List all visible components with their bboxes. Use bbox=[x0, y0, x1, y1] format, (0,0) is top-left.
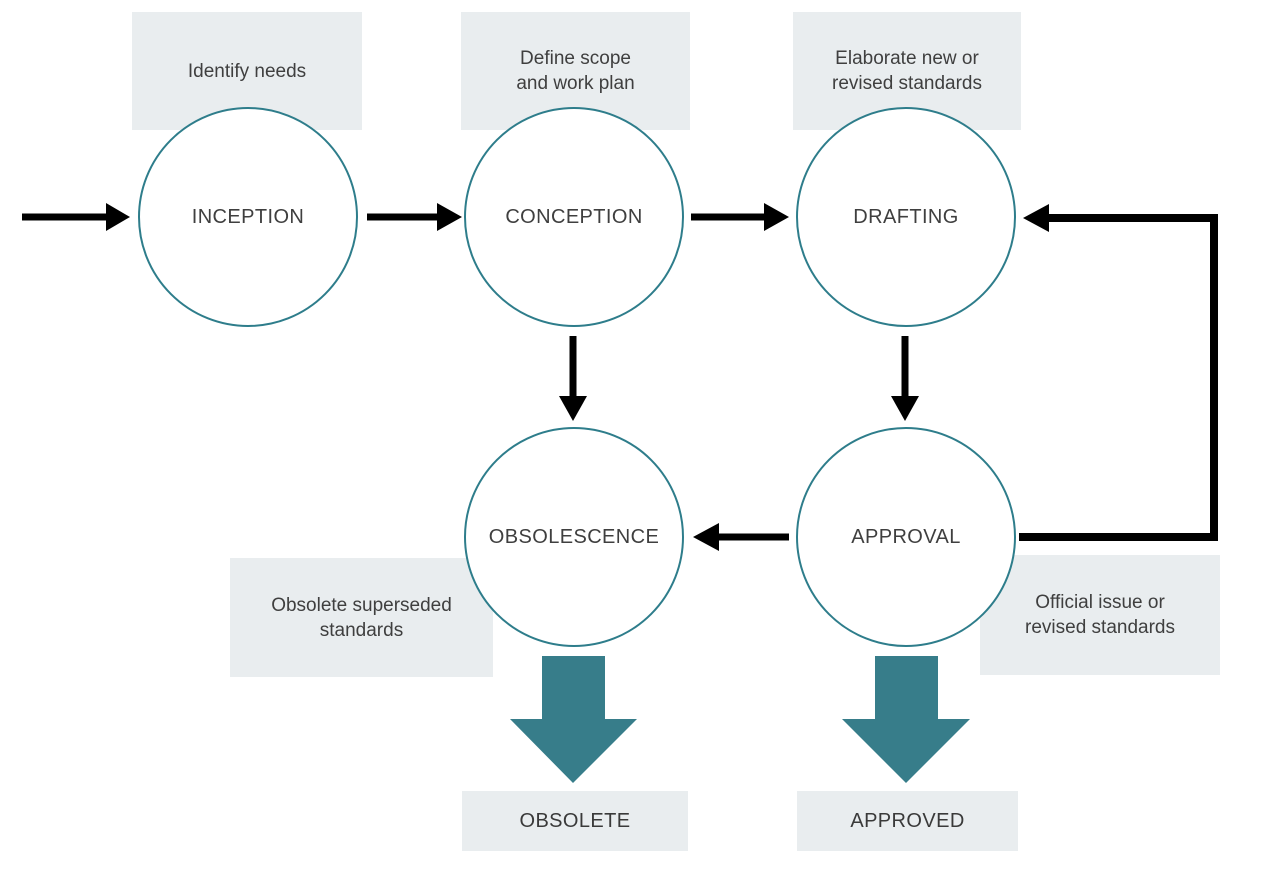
stage-approval: APPROVAL bbox=[796, 427, 1016, 647]
block-arrow-to-obsolete bbox=[510, 656, 637, 783]
terminal-label: OBSOLETE bbox=[519, 809, 631, 832]
stage-label: CONCEPTION bbox=[505, 205, 643, 228]
stage-conception: CONCEPTION bbox=[464, 107, 684, 327]
stage-label: APPROVAL bbox=[851, 525, 961, 548]
note-line: revised standards bbox=[1025, 617, 1175, 638]
note-line: revised standards bbox=[832, 73, 982, 94]
arrow-conception-to-drafting bbox=[691, 203, 789, 231]
stage-inception: INCEPTION bbox=[138, 107, 358, 327]
stage-obsolescence: OBSOLESCENCE bbox=[464, 427, 684, 647]
arrow-approval-to-obsolescence bbox=[693, 523, 789, 551]
block-arrow-to-approved bbox=[842, 656, 970, 783]
note-line: and work plan bbox=[516, 73, 635, 94]
note-line: Identify needs bbox=[187, 60, 307, 82]
stage-label: OBSOLESCENCE bbox=[488, 525, 660, 548]
entry-arrow bbox=[22, 203, 130, 231]
note-line: standards bbox=[319, 619, 404, 641]
arrow-inception-to-conception bbox=[367, 203, 462, 231]
terminal-obsolete: OBSOLETE bbox=[462, 791, 688, 851]
arrow-approval-to-drafting-loop bbox=[1019, 204, 1218, 541]
terminal-approved: APPROVED bbox=[797, 791, 1018, 851]
terminal-label: APPROVED bbox=[850, 809, 965, 832]
note-line: Obsolete superseded bbox=[271, 594, 452, 616]
arrow-conception-to-obsolescence bbox=[559, 336, 587, 421]
note-line: Elaborate new or bbox=[835, 48, 979, 69]
note-official-issue: Official issue or revised standards bbox=[980, 555, 1220, 675]
stage-label: DRAFTING bbox=[853, 205, 959, 228]
note-line: Official issue or bbox=[1035, 592, 1165, 613]
stage-drafting: DRAFTING bbox=[796, 107, 1016, 327]
note-line: Define scope bbox=[520, 48, 631, 69]
note-obsolete-superseded: Obsolete superseded standards bbox=[230, 558, 493, 677]
arrow-drafting-to-approval bbox=[891, 336, 919, 421]
stage-label: INCEPTION bbox=[191, 205, 305, 228]
